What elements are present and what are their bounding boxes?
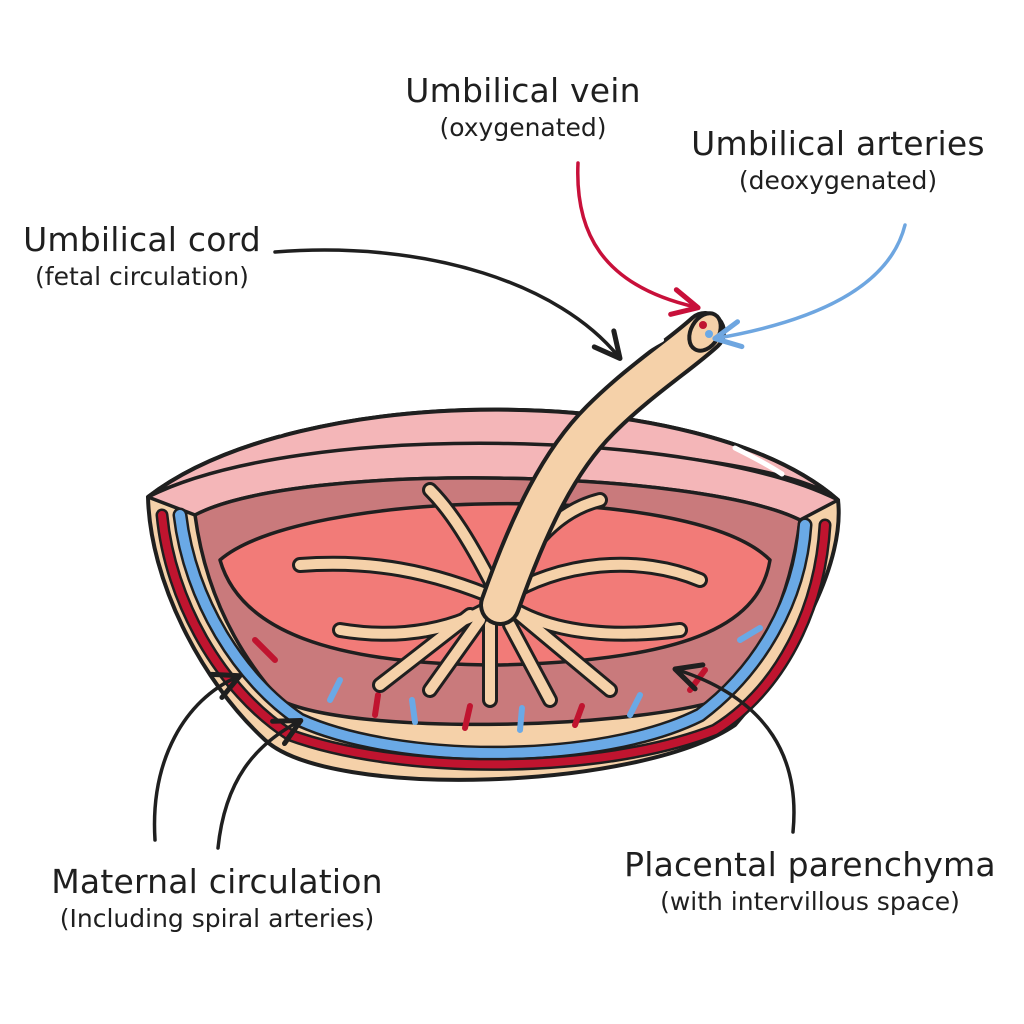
label-umbilical-vein-title: Umbilical vein — [405, 71, 641, 110]
umbilical-cord-body — [483, 315, 722, 622]
label-umbilical-arteries-title: Umbilical arteries — [691, 124, 985, 163]
spiral-artery — [517, 705, 525, 733]
arrow-placental-parenchyma — [672, 662, 796, 834]
label-placental-parenchyma-subtitle: (with intervillous space) — [660, 886, 960, 916]
rim-highlight-right — [732, 445, 785, 477]
label-umbilical-cord-subtitle: (fetal circulation) — [35, 261, 249, 291]
label-placental-parenchyma: Placental parenchyma (with intervillous … — [624, 846, 996, 917]
umbilical-artery-lumen — [705, 330, 713, 338]
maternal-vein — [175, 510, 810, 759]
label-umbilical-vein-subtitle: (oxygenated) — [439, 112, 607, 142]
label-maternal-circulation-title: Maternal circulation — [51, 862, 383, 901]
arrow-umbilical-arteries — [712, 223, 907, 350]
maternal-artery — [158, 511, 829, 769]
maternal-vessels — [155, 507, 832, 771]
label-umbilical-vein: Umbilical vein (oxygenated) — [405, 72, 641, 143]
arrow-umbilical-vein — [576, 161, 701, 317]
label-umbilical-arteries-subtitle: (deoxygenated) — [738, 165, 938, 195]
umbilical-cord-highlight — [588, 338, 664, 397]
label-umbilical-cord-title: Umbilical cord — [23, 220, 261, 259]
label-placental-parenchyma-title: Placental parenchyma — [624, 845, 996, 884]
label-maternal-circulation-subtitle: (Including spiral arteries) — [59, 903, 375, 933]
arrow-maternal-inner — [216, 717, 304, 850]
umbilical-vein-lumen — [699, 321, 707, 329]
spiral-artery — [327, 677, 343, 703]
arrow-maternal-outer — [152, 671, 243, 842]
label-maternal-circulation: Maternal circulation (Including spiral a… — [51, 863, 383, 934]
spiral-artery — [372, 692, 381, 718]
label-umbilical-arteries: Umbilical arteries (deoxygenated) — [691, 125, 985, 196]
spiral-artery — [572, 703, 585, 728]
rim-highlight-left — [277, 411, 343, 435]
spiral-artery — [252, 637, 278, 663]
label-umbilical-cord: Umbilical cord (fetal circulation) — [23, 221, 261, 292]
spiral-artery — [737, 625, 763, 643]
spiral-artery — [627, 692, 643, 718]
arrow-umbilical-cord — [273, 248, 623, 361]
spiral-artery — [409, 697, 418, 725]
leader-arrows — [152, 161, 907, 850]
spiral-artery — [462, 703, 473, 731]
